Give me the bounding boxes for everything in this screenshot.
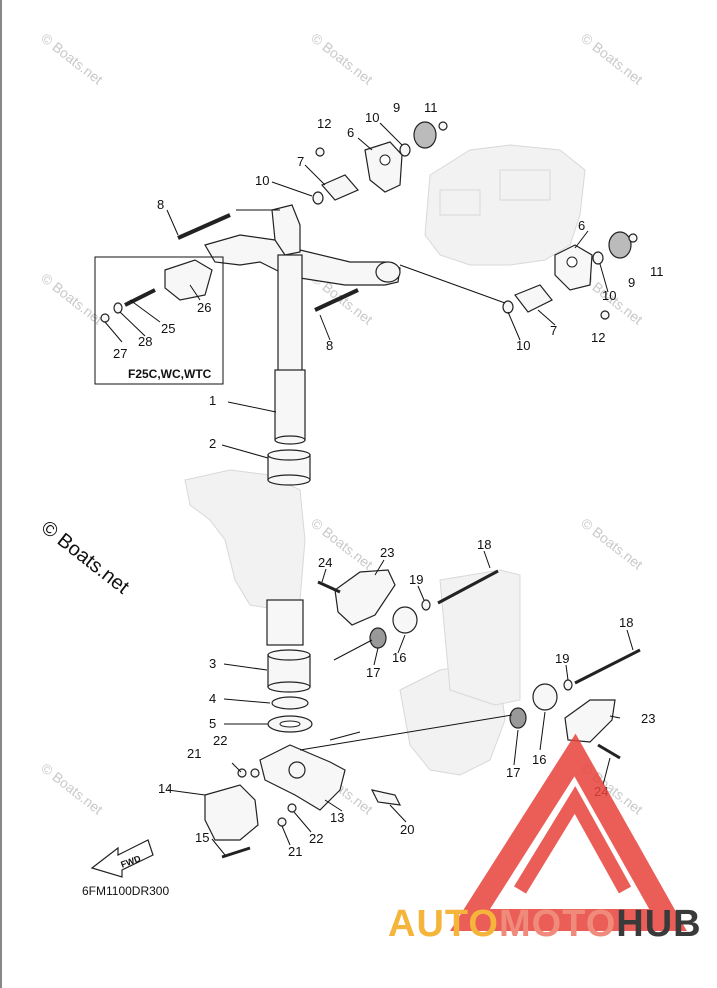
lower-mount-right (509, 683, 616, 743)
steering-shaft-lower (266, 599, 304, 646)
callout-4: 4 (209, 691, 216, 706)
watermark: © Boats.net (308, 30, 376, 88)
callout-16b: 16 (532, 752, 546, 767)
washer-10a (399, 143, 411, 157)
watermark: © Boats.net (578, 515, 646, 573)
callout-25: 25 (161, 321, 175, 336)
leader-lines (104, 122, 634, 856)
fwd-arrow-icon: FWD (90, 839, 154, 878)
callout-7a: 7 (297, 154, 304, 169)
clamp-bracket-ghost (184, 469, 521, 776)
nut-12a (315, 147, 325, 157)
variant-box: F25C,WC,WTC (94, 256, 224, 385)
variant-label: F25C,WC,WTC (128, 367, 212, 381)
washer-22a (250, 768, 260, 778)
callout-8b: 8 (326, 338, 333, 353)
nut-11a (438, 121, 448, 131)
o-ring (271, 696, 309, 710)
callout-24a: 24 (318, 555, 332, 570)
brand-hub: HUB (616, 903, 702, 945)
callout-18b: 18 (619, 615, 633, 630)
lower-cover (204, 784, 259, 841)
bolt-18b (574, 648, 641, 685)
steering-shaft (274, 254, 306, 445)
automotohub-brand: AUTOMOTOHUB (388, 904, 702, 944)
plate-upper (413, 121, 437, 149)
callout-14: 14 (158, 781, 172, 796)
callout-18a: 18 (477, 537, 491, 552)
callout-22b: 22 (309, 831, 323, 846)
callout-10b: 10 (255, 173, 269, 188)
callout-28: 28 (138, 334, 152, 349)
brand-moto: MOTO (498, 903, 617, 945)
washer-10c (592, 251, 604, 265)
callout-2: 2 (209, 436, 216, 451)
collar-lower (514, 284, 553, 313)
collar-upper (321, 174, 359, 201)
callout-3: 3 (209, 656, 216, 671)
callout-9a: 9 (393, 100, 400, 115)
callout-17a: 17 (366, 665, 380, 680)
callout-27: 27 (113, 346, 127, 361)
callout-16a: 16 (392, 650, 406, 665)
callout-11a: 11 (424, 100, 438, 115)
callouts: 1 2 3 4 5 6 6 7 7 8 8 9 9 10 10 10 10 11… (113, 100, 664, 859)
callout-6a: 6 (347, 125, 354, 140)
bushing-upper (267, 449, 311, 486)
nut-21b (277, 817, 287, 827)
ring-19a (421, 599, 431, 611)
lower-steering-arm (259, 744, 346, 811)
callout-10a: 10 (365, 110, 379, 125)
watermark: © Boats.net (578, 30, 646, 88)
callout-15: 15 (195, 830, 209, 845)
washer-22b (287, 803, 297, 813)
callout-22a: 22 (213, 733, 227, 748)
brand-auto: AUTO (388, 903, 499, 945)
callout-6b: 6 (578, 218, 585, 233)
bolt-24b (597, 743, 621, 760)
bolt-15 (221, 846, 251, 859)
bushing-lower (267, 649, 311, 693)
callout-13: 13 (330, 810, 344, 825)
callout-20: 20 (400, 822, 414, 837)
nut-12b (600, 310, 610, 320)
nut-11b (628, 233, 638, 243)
callout-10c: 10 (602, 288, 616, 303)
upper-mount-right (554, 244, 593, 291)
callout-5: 5 (209, 716, 216, 731)
ring-19b (563, 679, 573, 691)
callout-10d: 10 (516, 338, 530, 353)
automotohub-logo-icon (449, 733, 687, 931)
callout-8a: 8 (157, 197, 164, 212)
callout-17b: 17 (506, 765, 520, 780)
engine-block-ghost (424, 144, 586, 266)
bolt-18a (437, 569, 499, 605)
callout-1: 1 (209, 393, 216, 408)
plate-lower (608, 231, 632, 259)
bolt-8a (177, 213, 231, 240)
watermark: © Boats.net (38, 760, 106, 818)
callout-21b: 21 (288, 844, 302, 859)
callout-7b: 7 (550, 323, 557, 338)
callout-26: 26 (197, 300, 211, 315)
callout-19b: 19 (555, 651, 569, 666)
callout-12a: 12 (317, 116, 331, 131)
upper-mount-left (364, 141, 403, 193)
callout-12b: 12 (591, 330, 605, 345)
watermark: © Boats.net (38, 270, 106, 328)
callout-11b: 11 (650, 264, 664, 279)
diagram-code: 6FM1100DR300 (82, 884, 169, 898)
bolt-8b (314, 288, 359, 312)
callout-21a: 21 (187, 746, 201, 761)
washer-10b (312, 191, 324, 205)
watermark: © Boats.net (38, 30, 106, 88)
part-20 (370, 789, 402, 806)
callout-19a: 19 (409, 572, 423, 587)
callout-23a: 23 (380, 545, 394, 560)
watermark-large: © Boats.net (37, 517, 133, 599)
callout-23b: 23 (641, 711, 655, 726)
bolt-24a (317, 580, 341, 594)
callout-9b: 9 (628, 275, 635, 290)
